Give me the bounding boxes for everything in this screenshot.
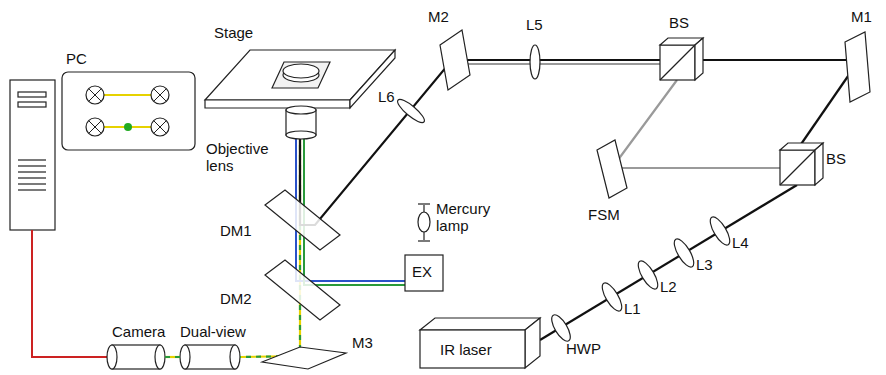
ir-lenses [548, 214, 733, 344]
part-label-box: L3 [696, 256, 713, 273]
mirror-m2 [440, 30, 470, 90]
part-label: BS [826, 150, 846, 167]
part-label: Camera [112, 323, 165, 340]
emission-beam [165, 135, 300, 357]
camera [107, 345, 165, 369]
beam-splitter [660, 38, 703, 80]
excitation-filter [405, 255, 443, 291]
part-label: EX [412, 263, 432, 280]
stage [205, 50, 395, 108]
part-label-box: DM2 [220, 290, 252, 307]
part-label: Dual-view [180, 323, 246, 340]
camera-body [112, 345, 160, 369]
screen-beads [86, 86, 169, 136]
part-label: M1 [851, 8, 872, 25]
part-label-box: IR laser [440, 341, 492, 358]
part-label-box: PC [66, 50, 87, 67]
part-label-box: M3 [352, 334, 373, 351]
part-label-box: HWP [566, 340, 601, 357]
stage-opening [272, 62, 330, 88]
part-label-box: Mercury lamp [436, 200, 506, 234]
part-label: IR laser [440, 341, 492, 358]
mirror [262, 347, 346, 369]
part-label: BS [669, 14, 689, 31]
ir-beam [300, 60, 855, 340]
part-label-box: L6 [378, 88, 395, 105]
mirror-m1 [845, 32, 870, 102]
part-label: L3 [696, 256, 713, 273]
part-label-box: L2 [660, 278, 677, 295]
part-label: L5 [526, 16, 543, 33]
drive-slot [18, 92, 46, 97]
part-label-box: Dual-view [180, 323, 246, 340]
dichroic-mirror [265, 190, 340, 250]
part-label: PC [66, 50, 87, 67]
part-label-box: M2 [428, 8, 449, 25]
part-label-box: Camera [112, 323, 165, 340]
fast-steering-mirror [597, 140, 627, 198]
monitor-frame [62, 72, 195, 150]
camera-end [107, 345, 117, 369]
stage-top [205, 50, 395, 100]
dual-view-end [180, 345, 190, 369]
part-label: L2 [660, 278, 677, 295]
lamp-bulb [418, 212, 430, 232]
part-label: HWP [566, 340, 601, 357]
screen-link [95, 94, 160, 96]
part-label: M2 [428, 8, 449, 25]
pc-tower [10, 80, 55, 230]
mercury-lamp [418, 204, 430, 241]
part-label-box: EX [412, 263, 432, 280]
part-label: M3 [352, 334, 373, 351]
part-label-box: L1 [624, 300, 641, 317]
pc-cable [32, 230, 110, 357]
part-label: L1 [624, 300, 641, 317]
part-label-box: Stage [214, 24, 253, 41]
objective [286, 106, 316, 139]
part-label-box: DM1 [220, 222, 252, 239]
objective-bottom [286, 131, 316, 139]
part-label: DM2 [220, 290, 252, 307]
dichroic-mirror [265, 260, 340, 320]
part-label-box: BS [669, 14, 689, 31]
dual-view-body [185, 345, 235, 369]
part-label-box: BS [826, 150, 846, 167]
part-label-box: L5 [526, 16, 543, 33]
stage-side [350, 50, 395, 108]
screen-dot [124, 123, 132, 131]
part-label: Objective lens [206, 140, 269, 174]
dual-view [180, 345, 240, 369]
part-label: L4 [732, 234, 749, 251]
drive-slot [18, 102, 46, 107]
lens [530, 45, 540, 79]
dual-view-end [230, 345, 240, 369]
part-label-box: M1 [851, 8, 872, 25]
part-label: Stage [214, 24, 253, 41]
sample-dish [283, 64, 319, 78]
part-label: FSM [588, 206, 620, 223]
excitation-beam [296, 135, 405, 285]
lens [395, 96, 427, 126]
bead-crosses [89, 89, 166, 133]
objective-top [286, 106, 316, 114]
ir-laser [420, 318, 540, 368]
part-label: L6 [378, 88, 395, 105]
monitor [62, 72, 195, 150]
part-label-box: Objective lens [206, 140, 280, 174]
part-label: DM1 [220, 222, 252, 239]
vent-lines [18, 160, 46, 190]
stage-front [205, 100, 350, 108]
part-label: Mercury lamp [436, 200, 490, 234]
part-label-box: FSM [588, 206, 620, 223]
pc-case [10, 80, 55, 230]
camera-end [155, 345, 165, 369]
beam-splitter [780, 143, 823, 185]
part-label-box: L4 [732, 234, 749, 251]
